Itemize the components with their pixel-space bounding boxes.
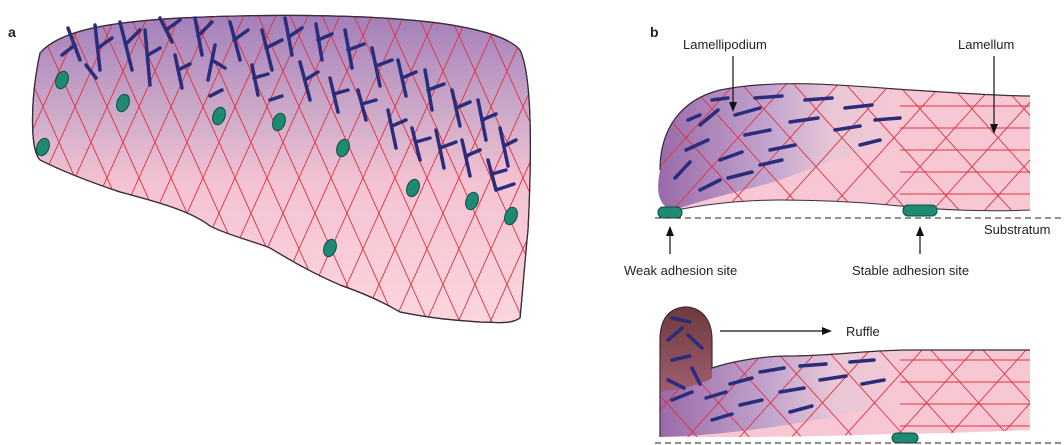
mesh-line xyxy=(1028,80,1064,220)
mesh-line xyxy=(581,345,667,440)
cell-profile-upper xyxy=(508,80,1064,220)
panel-a-letter: a xyxy=(8,24,16,40)
label-ruffle: Ruffle xyxy=(846,324,880,339)
mesh-line xyxy=(0,0,20,340)
stable-adhesion-site-marker xyxy=(903,205,937,216)
panel-b: b xyxy=(508,24,1064,443)
label-lamellum: Lamellum xyxy=(958,37,1014,52)
weak-adhesion-site-marker xyxy=(658,207,682,218)
label-weak-adhesion: Weak adhesion site xyxy=(624,263,737,278)
mesh-line xyxy=(1050,80,1064,220)
mesh-line xyxy=(529,345,615,440)
label-stable-adhesion: Stable adhesion site xyxy=(852,263,969,278)
panel-b-letter: b xyxy=(650,24,659,40)
mesh-line xyxy=(0,0,27,340)
cell-profile-lower xyxy=(529,307,1064,443)
mesh-line xyxy=(1031,345,1064,440)
label-lamellipodium: Lamellipodium xyxy=(683,37,767,52)
mesh-line xyxy=(514,0,667,340)
label-substratum: Substratum xyxy=(984,222,1050,237)
adhesion-site-marker-lower xyxy=(892,433,918,443)
